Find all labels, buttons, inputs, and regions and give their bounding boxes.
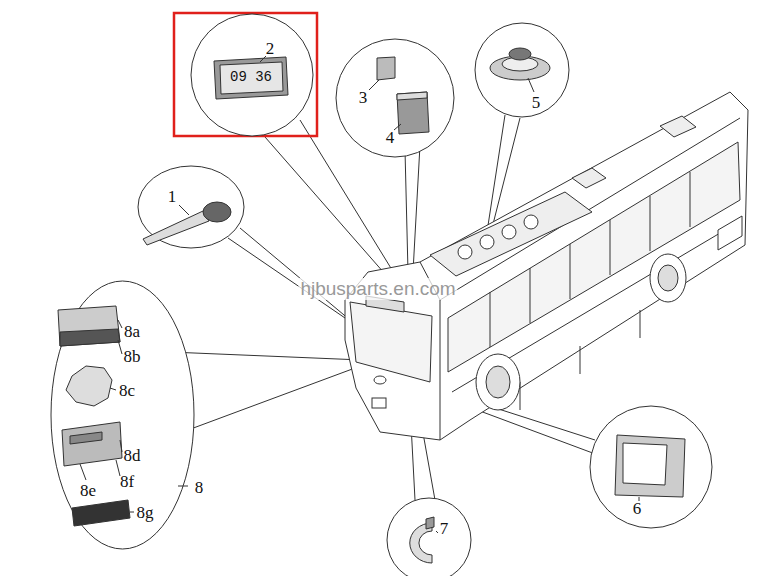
- callout-number: 8: [195, 479, 204, 496]
- part-shape: [143, 211, 209, 245]
- part-shape: [377, 57, 395, 80]
- leader-line: [80, 464, 86, 480]
- clip-part: [410, 523, 432, 563]
- bubble-outline: [50, 280, 195, 550]
- part-shape: [615, 435, 685, 497]
- bubble-outline: [335, 38, 455, 158]
- bubble-outline: [386, 497, 472, 576]
- leader-line: [118, 340, 122, 354]
- display-digits: 09 36: [230, 70, 272, 84]
- callout-number: 8g: [137, 504, 154, 521]
- leader-line: [116, 460, 120, 476]
- bubble-ellipse: [191, 14, 313, 136]
- speaker-magnet: [509, 48, 531, 60]
- highlight-frame: [174, 13, 317, 136]
- part-shape: [220, 62, 283, 94]
- part-shape: [70, 432, 102, 444]
- callout-number: 4: [386, 129, 395, 146]
- callout-bubble: 6: [589, 405, 713, 529]
- part-shape: [214, 57, 288, 99]
- part-shape: [62, 422, 122, 466]
- callout-bubble: 2 09 36: [190, 13, 314, 137]
- callout-number: 8a: [124, 323, 140, 340]
- leader-line: [369, 80, 379, 90]
- leader-line: [178, 486, 188, 487]
- leader-line: [394, 124, 401, 130]
- bubble-ellipse: [387, 498, 471, 576]
- part-shape: [66, 366, 112, 406]
- watermark: hjbusparts.en.com: [298, 278, 457, 300]
- leader-line: [120, 440, 122, 452]
- callout-number: 3: [359, 89, 368, 106]
- part-shape: [58, 306, 120, 346]
- callout-bubble: 1: [137, 165, 245, 249]
- callout-bubble: 5: [474, 22, 570, 118]
- leader-line: [528, 78, 534, 92]
- leader-line: [179, 205, 189, 215]
- bubble-outline: [589, 405, 713, 529]
- callout-number: 7: [440, 520, 449, 537]
- bubble-ellipse: [138, 166, 244, 248]
- bubble-ellipse: [336, 39, 454, 157]
- bubble-ellipse: [51, 281, 194, 549]
- callout-number: 8c: [119, 382, 135, 399]
- microphone-head: [203, 202, 231, 222]
- bubble-outline: [137, 165, 245, 249]
- callout-bubble: 7: [386, 497, 472, 576]
- bubble-ellipse: [475, 23, 569, 117]
- bubble-ellipse: [590, 406, 712, 528]
- callout-number: 8b: [124, 348, 141, 365]
- callout-number: 6: [633, 500, 642, 517]
- leader-line: [118, 320, 122, 328]
- part-shape: [397, 92, 429, 134]
- callout-number: 1: [168, 188, 177, 205]
- callout-bubble: 8a8b8c8d8f8e8g8: [50, 280, 195, 550]
- leader-line: [260, 56, 266, 62]
- callout-bubble: 34: [335, 38, 455, 158]
- bubble-outline: [474, 22, 570, 118]
- leader-line: [436, 531, 438, 533]
- part-shape: [60, 329, 120, 346]
- part-shape: [623, 443, 667, 485]
- callout-number: 5: [532, 94, 541, 111]
- part-shape: [426, 517, 434, 529]
- part-shape: [397, 92, 427, 100]
- callout-number: 8f: [120, 473, 134, 490]
- leader-line: [110, 388, 116, 390]
- callout-number: 8d: [124, 447, 141, 464]
- part-shape: [72, 500, 130, 526]
- callout-number: 2: [266, 40, 275, 57]
- leader-line: [130, 512, 134, 513]
- callout-number: 8e: [80, 482, 96, 499]
